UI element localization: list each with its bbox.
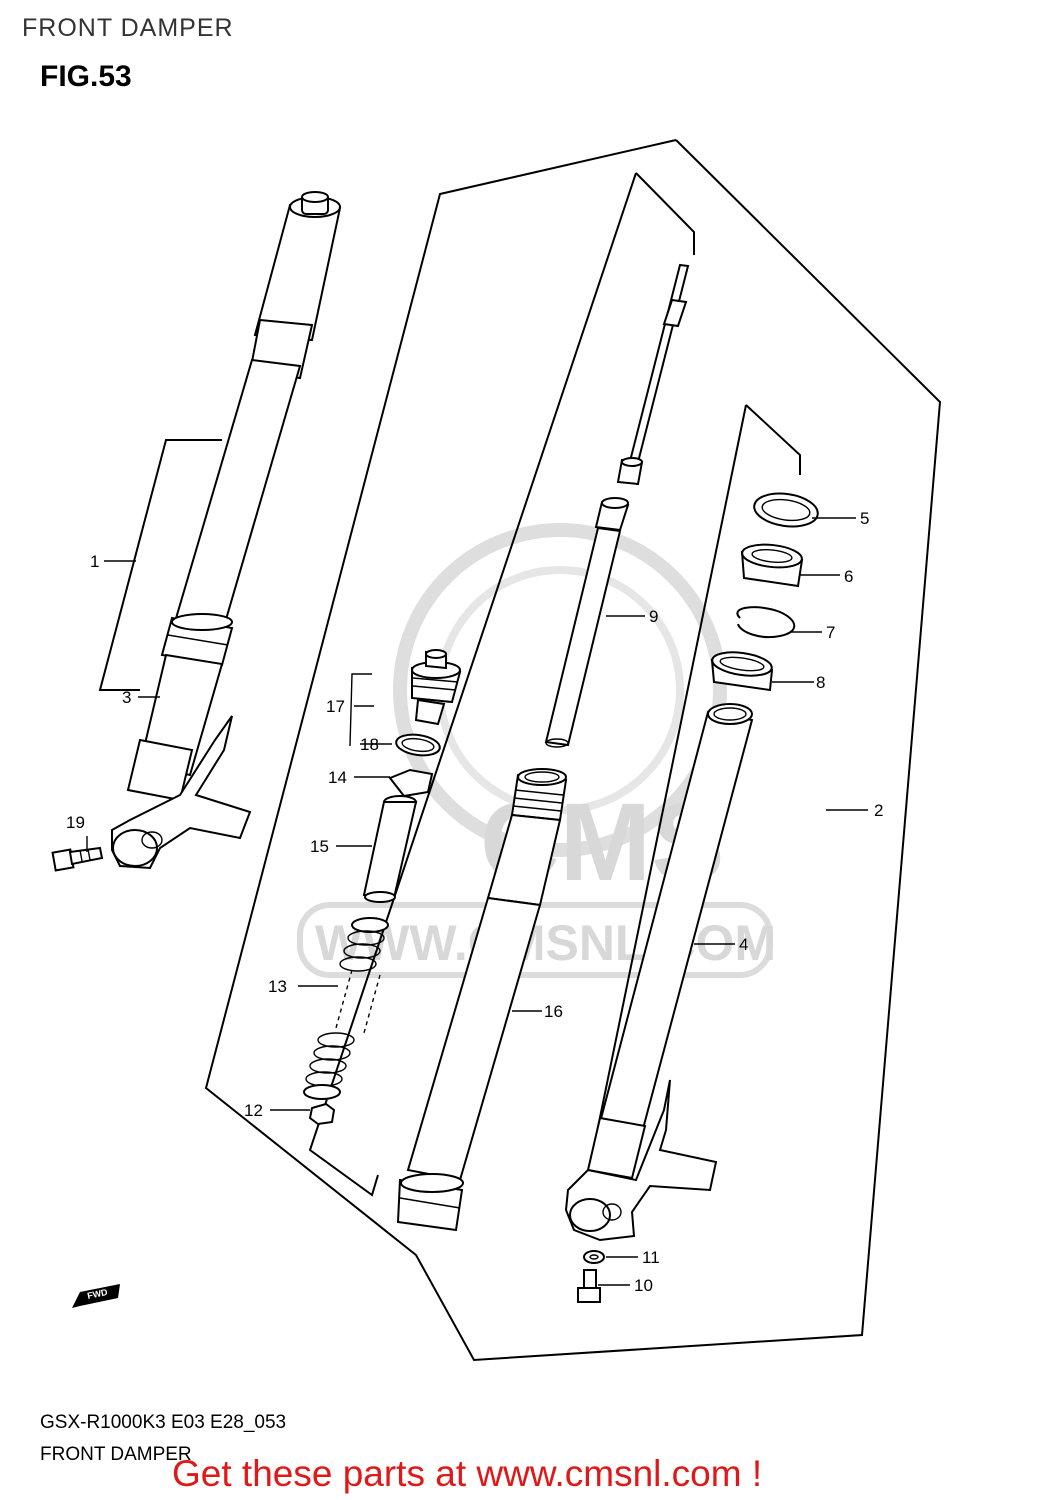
label-part-7: 7 — [826, 623, 835, 642]
label-part-1: 1 — [90, 552, 99, 571]
label-part-8: 8 — [816, 673, 825, 692]
spring-13 — [303, 917, 389, 1100]
label-part-13: 13 — [268, 977, 287, 996]
assembly-frame — [204, 139, 942, 1362]
cylinder-16 — [396, 768, 568, 1232]
model-code: GSX-R1000K3 E03 E28_053 — [40, 1412, 287, 1433]
leader-lines — [86, 517, 868, 1286]
label-part-19: 19 — [66, 813, 85, 832]
bolt-10 — [577, 1269, 601, 1303]
label-part-3: 3 — [122, 688, 131, 707]
label-part-16: 16 — [544, 1002, 563, 1021]
svg-text:FWD: FWD — [86, 1287, 109, 1301]
label-part-15: 15 — [310, 837, 329, 856]
washer-14 — [388, 768, 434, 798]
watermark-url: WWW.CMSNL.COM — [315, 915, 776, 971]
ring-5 — [753, 492, 819, 528]
label-part-14: 14 — [328, 768, 347, 787]
left-fork-assembly — [51, 191, 342, 872]
right-fork-assembly — [564, 492, 819, 1303]
fwd-direction-arrow: FWD — [72, 1284, 120, 1308]
label-part-10: 10 — [634, 1276, 653, 1295]
cap-17 — [411, 649, 462, 726]
inner-tube-frame-side — [579, 404, 747, 1216]
bracket-1-3 — [98, 439, 222, 691]
label-part-11: 11 — [642, 1248, 660, 1267]
nut-12 — [308, 1102, 336, 1126]
washer-11 — [583, 1250, 605, 1264]
bolt-19 — [51, 846, 104, 872]
label-part-9: 9 — [649, 607, 658, 626]
label-part-18: 18 — [360, 735, 379, 754]
promo-link[interactable]: Get these parts at www.cmsnl.com ! — [172, 1453, 763, 1494]
section-name: FRONT DAMPER — [40, 1444, 192, 1465]
label-part-5: 5 — [860, 509, 869, 528]
cartridge-frame-left — [308, 172, 637, 1197]
part-labels: 1 2 3 4 5 6 7 8 9 10 11 12 13 14 15 16 1… — [66, 509, 883, 1295]
circlip-7 — [736, 606, 796, 638]
label-part-12: 12 — [244, 1101, 263, 1120]
page-header: FRONT DAMPER — [22, 14, 234, 42]
damper-rod-assembly — [544, 263, 690, 748]
label-part-4: 4 — [739, 935, 748, 954]
cartridge-frame — [635, 172, 695, 255]
label-part-6: 6 — [844, 567, 853, 586]
inner-tube-frame — [745, 404, 801, 475]
figure-number: FIG.53 — [40, 60, 132, 93]
o-ring-18 — [395, 733, 441, 757]
label-part-17: 17 — [326, 697, 345, 716]
label-part-2: 2 — [874, 801, 883, 820]
spacer-15 — [362, 795, 418, 903]
